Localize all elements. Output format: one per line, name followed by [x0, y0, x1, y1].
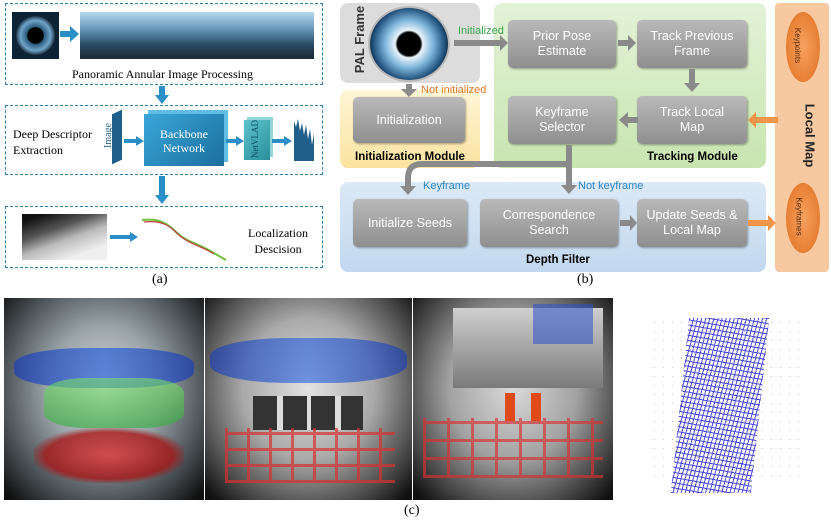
arrow-a2: [124, 136, 144, 146]
panel-a-step2-box: [5, 105, 323, 175]
step1-label: Panoramic Annular Image Processing: [72, 67, 253, 81]
caption-c: (c): [404, 503, 420, 518]
backbone-label: Backbone Network: [160, 127, 208, 155]
track-previous-box: Track Previous Frame: [637, 20, 747, 68]
backbone-network-block: [144, 114, 224, 166]
prior-pose-box: Prior Pose Estimate: [508, 20, 616, 68]
update-seeds-box: Update Seeds & Local Map: [637, 199, 747, 247]
init-seeds-box: Initialize Seeds: [353, 199, 467, 247]
arrow-a1: [155, 86, 169, 104]
correspondence-box: Correspondence Search: [480, 199, 618, 247]
arrow-unwrap: [60, 26, 79, 42]
initialization-module-label: Initialization Module: [355, 151, 465, 163]
panel-a-step1-box: [5, 3, 323, 85]
caption-b: (b): [577, 272, 594, 287]
similarity-matrix-image: [22, 214, 107, 260]
initialization-box: Initialization: [353, 97, 465, 143]
arrow-a3: [226, 136, 244, 146]
fisheye-image-car: [4, 298, 204, 500]
keyframe-label: Keyframe: [423, 180, 471, 192]
step2-label: Deep Descriptor Extraction: [13, 127, 92, 157]
netvlad-block: [244, 120, 270, 160]
image-label: Image: [103, 123, 114, 148]
fisheye-image-boards: [205, 298, 412, 500]
keyframe-selector-box: Keyframe Selector: [508, 96, 616, 144]
caption-a: (a): [152, 272, 168, 287]
keypoints-ellipse: [786, 12, 820, 82]
depth-filter-label: Depth Filter: [526, 254, 590, 266]
fisheye-image-building: [413, 298, 613, 500]
descriptor-bars: [294, 119, 314, 161]
flow-arrows: [400, 35, 778, 231]
point-cloud-map: [620, 298, 829, 500]
arrow-a5: [155, 176, 169, 204]
panoramic-annular-thumbnail: [12, 12, 59, 59]
step3-label: Localization Descision: [248, 226, 308, 256]
trajectory-plot: [141, 218, 227, 261]
initialized-label: Initialized: [458, 25, 504, 37]
arrow-a4: [272, 136, 292, 146]
track-local-box: Track Local Map: [637, 96, 747, 144]
unwrapped-panorama-image: [80, 12, 314, 59]
not-initialized-label: Not initialized: [421, 84, 487, 96]
not-keyframe-label: Not keyframe: [578, 180, 644, 192]
pal-frame-image: [368, 6, 450, 82]
tracking-module-label: Tracking Module: [647, 151, 738, 163]
keyframes-ellipse: [786, 183, 820, 253]
arrow-a6: [110, 232, 138, 242]
netvlad-label: NetVLAD: [250, 120, 260, 158]
panel-a-step3-box: [5, 206, 323, 268]
